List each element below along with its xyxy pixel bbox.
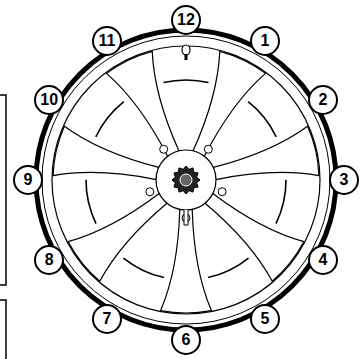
spoke [53, 126, 159, 179]
bracket-line [0, 95, 6, 285]
callout-number: 1 [261, 33, 270, 49]
hub-key [184, 210, 188, 225]
wheel [36, 30, 336, 330]
callout-number: 12 [177, 12, 195, 28]
window-arc [248, 102, 276, 137]
window-arc [276, 180, 286, 224]
callout-number: 11 [99, 33, 116, 49]
lug-hole [204, 145, 212, 153]
spoke [161, 209, 212, 313]
hub [156, 150, 216, 210]
valve [182, 45, 190, 55]
lug-hole [160, 145, 168, 153]
window-arc [164, 80, 209, 83]
callout-number: 3 [340, 172, 349, 188]
valve-stem [185, 54, 188, 60]
rim-edge [42, 36, 330, 324]
callout-number: 8 [45, 252, 54, 268]
callout-circle: 9 [13, 165, 43, 195]
callout-circle: 10 [34, 85, 64, 115]
callout-number: 5 [261, 311, 270, 327]
bracket-line [0, 300, 6, 359]
callout-circle: 1 [250, 26, 280, 56]
window-arc [96, 102, 124, 137]
lug-hole [218, 188, 226, 196]
callout-number: 9 [24, 172, 33, 188]
spoke [106, 51, 178, 156]
callout-circle: 11 [92, 26, 122, 56]
callout-circle: 2 [308, 85, 338, 115]
callout-number: 7 [103, 311, 112, 327]
spoke [68, 193, 167, 281]
spoke [213, 126, 319, 179]
rim-inner [52, 46, 320, 314]
spoke [193, 51, 265, 156]
center-nut [172, 166, 200, 194]
callout-number: 10 [40, 92, 58, 108]
callout-circle: 8 [34, 245, 64, 275]
spoke [205, 193, 304, 281]
tire [36, 30, 336, 330]
callout-circle: 3 [329, 165, 359, 195]
callout-circle: 5 [250, 304, 280, 334]
callout-number: 4 [318, 252, 327, 268]
window-arc [208, 258, 249, 278]
nut-center [180, 174, 192, 186]
bracket-lines [0, 95, 6, 359]
callout-circle: 4 [308, 245, 338, 275]
window-arc [123, 258, 164, 278]
window-arc [86, 180, 96, 224]
callout-number: 6 [182, 332, 191, 348]
lug-hole [146, 188, 154, 196]
callout-circle: 6 [171, 325, 201, 355]
callout-circle: 7 [92, 304, 122, 334]
callout-circle: 12 [171, 5, 201, 35]
callout-number: 2 [318, 92, 327, 108]
